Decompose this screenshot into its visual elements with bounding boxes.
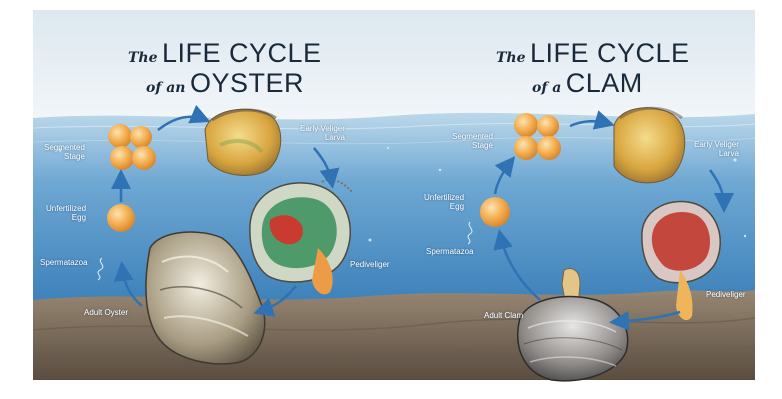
clam-label-pediveliger: Pediveliger (706, 290, 746, 299)
clam-title-line2: of a CLAM (532, 70, 643, 97)
oyster-title-the: The (128, 50, 158, 66)
oyster-title-line2: of an OYSTER (146, 70, 304, 97)
oyster-unfertilized-egg-icon (107, 204, 135, 232)
clam-early-veliger-larva-icon (614, 108, 685, 183)
oyster-title-oyster: OYSTER (190, 68, 304, 98)
oyster-label-unfertilized-egg: Unfertilized Egg (46, 204, 86, 222)
clam-title-of-a: of a (532, 80, 561, 96)
clam-title-line1: The LIFE CYCLE (496, 40, 690, 67)
oyster-label-early-veliger: Early Veliger Larva (300, 124, 345, 142)
clam-unfertilized-egg-icon (480, 197, 510, 227)
oyster-title-of-an: of an (146, 80, 185, 96)
oyster-label-segmented-stage: Segmented Stage (44, 143, 85, 161)
clam-title-clam: CLAM (566, 68, 643, 98)
clam-label-segmented-stage: Segmented Stage (452, 132, 493, 150)
oyster-early-veliger-larva-icon (205, 109, 281, 175)
oyster-title-line1: The LIFE CYCLE (128, 40, 322, 67)
clam-title-life-cycle: LIFE CYCLE (530, 38, 690, 68)
oyster-label-pediveliger: Pediveliger (350, 260, 390, 269)
oyster-label-adult: Adult Oyster (84, 308, 128, 317)
clam-title-the: The (496, 50, 526, 66)
clam-label-unfertilized-egg: Unfertilized Egg (424, 193, 464, 211)
clam-label-spermatazoa: Spermatazoa (426, 247, 474, 256)
clam-label-early-veliger: Early Veliger Larva (694, 140, 739, 158)
clam-label-adult: Adult Clam (484, 311, 523, 320)
oyster-label-spermatazoa: Spermatazoa (40, 258, 88, 267)
seabed (33, 290, 755, 380)
oyster-title-life-cycle: LIFE CYCLE (162, 38, 322, 68)
